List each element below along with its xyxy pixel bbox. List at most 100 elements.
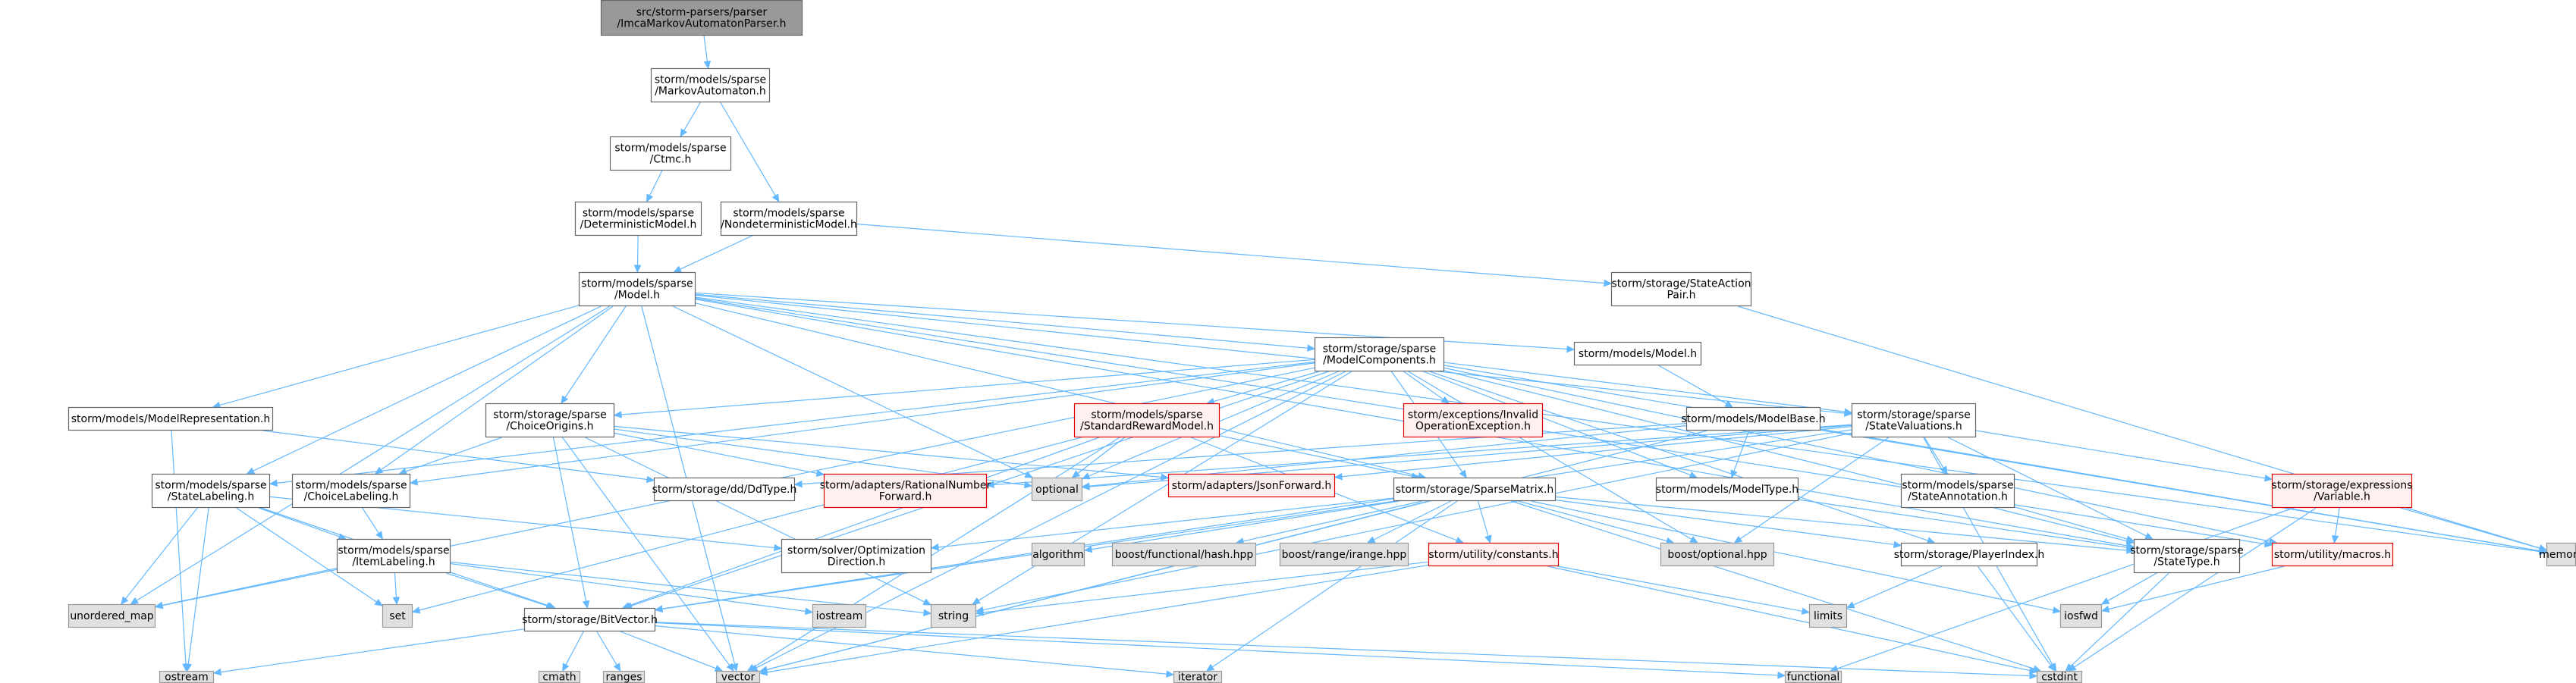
node-bitvec[interactable]: storm/storage/BitVector.h [522, 607, 658, 632]
node-ma[interactable]: storm/models/sparse/MarkovAutomaton.h [650, 67, 771, 103]
node-sann[interactable]: storm/models/sparse/StateAnnotation.h [1900, 473, 2015, 509]
node-optional[interactable]: optional [1031, 477, 1083, 502]
edge-line [661, 500, 1395, 610]
node-mrep[interactable]: storm/models/ModelRepresentation.h [68, 406, 274, 431]
node-clab[interactable]: storm/models/sparse/ChoiceLabeling.h [291, 473, 411, 509]
node-limits[interactable]: limits [1808, 603, 1848, 628]
node-label-line: boost/range/irange.hpp [1282, 549, 1407, 561]
edge-line [1242, 500, 1423, 542]
edge-arrowhead [746, 663, 756, 672]
edge-arrowhead [1455, 537, 1465, 544]
edge-arrowhead [562, 663, 570, 672]
node-mcomp[interactable]: storm/storage/sparse/ModelComponents.h [1314, 337, 1445, 372]
node-mmodel[interactable]: storm/models/Model.h [1573, 341, 1702, 366]
node-slab[interactable]: storm/models/sparse/StateLabeling.h [151, 473, 271, 509]
edge-line [253, 305, 602, 472]
node-expvar[interactable]: storm/storage/expressions/Variable.h [2272, 473, 2413, 509]
edge-arrowhead [1023, 481, 1033, 489]
edge-line [614, 432, 818, 474]
node-root[interactable]: src/storm-parsers/parser/ImcaMarkovAutom… [600, 0, 803, 36]
node-box [2133, 538, 2241, 574]
edge-ctmc-to-det [646, 170, 663, 203]
edge-line [1836, 507, 2294, 669]
edge-mcomp-to-srm [1206, 371, 1320, 405]
node-jsonf[interactable]: storm/adapters/JsonForward.h [1167, 473, 1336, 498]
node-algorithm[interactable]: algorithm [1031, 542, 1085, 567]
node-functional[interactable]: functional [1784, 670, 1842, 683]
node-set[interactable]: set [382, 603, 413, 628]
node-cmath[interactable]: cmath [538, 670, 581, 683]
node-label-line: storm/models/sparse [1902, 480, 2013, 492]
node-sval[interactable]: storm/storage/sparse/StateValuations.h [1851, 403, 1977, 438]
node-irange[interactable]: boost/range/irange.hpp [1279, 542, 1409, 567]
edge-line [362, 507, 379, 534]
node-iostream[interactable]: iostream [812, 603, 867, 628]
node-cstdint[interactable]: cstdint [2036, 670, 2083, 683]
edge-bitvec-to-vector [620, 631, 724, 672]
node-label-line: iosfwd [2064, 610, 2098, 622]
edge-arrowhead [1733, 535, 1743, 544]
node-string[interactable]: string [930, 603, 977, 628]
node-constants[interactable]: storm/utility/constants.h [1428, 542, 1560, 567]
edge-arrowhead [1689, 536, 1698, 544]
edge-arrowhead [759, 669, 768, 676]
node-label-line: storm/storage/expressions [2272, 480, 2413, 492]
node-ostream[interactable]: ostream [159, 670, 215, 683]
node-nondet[interactable]: storm/models/sparse/NondeterministicMode… [720, 201, 858, 237]
node-stype[interactable]: storm/storage/sparse/StateType.h [2130, 538, 2244, 574]
edge-arrowhead [726, 663, 734, 672]
edge-arrowhead [730, 663, 739, 672]
node-chorig[interactable]: storm/storage/sparse/ChoiceOrigins.h [485, 403, 615, 438]
edge-line [219, 305, 580, 406]
node-label-line: ostream [165, 672, 209, 683]
node-srm[interactable]: storm/models/sparse/StandardRewardModel.… [1073, 403, 1220, 438]
node-umap[interactable]: unordered_map [68, 603, 156, 628]
node-boostopt[interactable]: boost/optional.hpp [1660, 542, 1775, 567]
edge-spm-to-iosfwd [1531, 500, 2062, 614]
node-label-line: storm/storage/BitVector.h [522, 614, 658, 626]
node-macros[interactable]: storm/utility/macros.h [2271, 542, 2394, 567]
node-label-line: storm/models/sparse [1091, 409, 1202, 421]
node-label-line: /StandardRewardModel.h [1080, 421, 1214, 433]
node-hash[interactable]: boost/functional/hash.hpp [1111, 542, 1257, 567]
edge-line [766, 564, 1429, 673]
edge-mrep-to-ostream [171, 430, 190, 672]
node-itemlab[interactable]: storm/models/sparse/ItemLabeling.h [336, 538, 451, 574]
node-pidx[interactable]: storm/storage/PlayerIndex.h [1894, 542, 2045, 567]
node-det[interactable]: storm/models/sparse/DeterministicModel.h [574, 201, 702, 237]
edge-line [162, 567, 338, 606]
node-mtype[interactable]: storm/models/ModelType.h [1656, 477, 1798, 502]
edge-mmodel-to-mbase [1658, 365, 1734, 408]
edge-arrowhead [1566, 345, 1575, 353]
node-spm[interactable]: storm/storage/SparseMatrix.h [1393, 477, 1557, 502]
edge-chorig-to-bitvec [552, 437, 590, 609]
edge-line [446, 572, 548, 606]
edge-model-to-chorig [561, 305, 627, 405]
node-ranges[interactable]: ranges [602, 670, 646, 683]
edge-arrowhead [1689, 472, 1698, 479]
node-ddtype[interactable]: storm/storage/dd/DdType.h [652, 477, 797, 502]
node-label-line: set [389, 610, 406, 622]
node-iosfwd[interactable]: iosfwd [2059, 603, 2103, 628]
node-model[interactable]: storm/models/sparse/Model.h [578, 271, 696, 307]
node-label-line: storm/storage/SparseMatrix.h [1396, 484, 1554, 496]
edge-line [1511, 500, 2034, 669]
node-ctmc[interactable]: storm/models/sparse/Ctmc.h [609, 136, 732, 171]
node-vector[interactable]: vector [715, 670, 761, 683]
node-label-line: /ChoiceLabeling.h [304, 491, 399, 503]
node-label-line: boost/optional.hpp [1667, 549, 1767, 561]
node-label-line: vector [721, 672, 756, 683]
node-ioe[interactable]: storm/exceptions/InvalidOperationExcepti… [1403, 403, 1544, 438]
edge-line [1977, 566, 2052, 666]
edge-arrowhead [1724, 400, 1734, 408]
node-label-line: storm/models/ModelRepresentation.h [71, 413, 271, 425]
node-label-line: string [938, 610, 969, 622]
node-memory[interactable]: memory [2539, 542, 2576, 567]
node-iterator[interactable]: iterator [1173, 670, 1223, 683]
node-mbase[interactable]: storm/models/ModelBase.h [1681, 406, 1826, 431]
node-label-line: algorithm [1032, 549, 1084, 561]
edge-bitvec-to-ranges [596, 631, 621, 672]
